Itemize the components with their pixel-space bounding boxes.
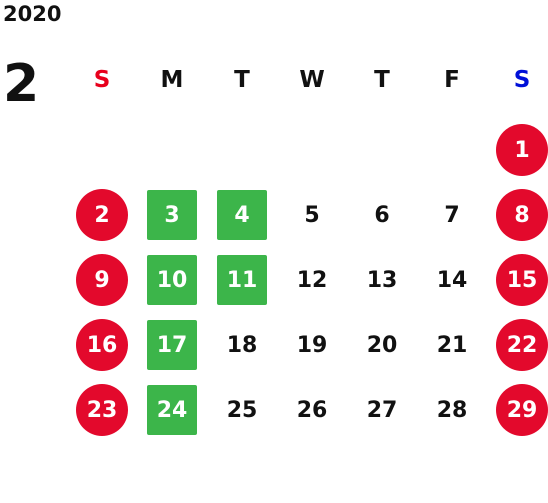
day-cell-10: 10: [147, 255, 197, 305]
weekday-header-sun: S: [93, 67, 111, 93]
day-cell-20: 20: [366, 332, 398, 358]
day-cell-2: 2: [76, 189, 128, 241]
day-cell-29: 29: [496, 384, 548, 436]
weekday-header-sat: S: [513, 67, 531, 93]
year-label: 2020: [3, 2, 62, 26]
day-cell-22: 22: [496, 319, 548, 371]
day-cell-13: 13: [366, 267, 398, 293]
day-cell-17: 17: [147, 320, 197, 370]
weekday-header-fri: F: [444, 67, 460, 93]
day-cell-23: 23: [76, 384, 128, 436]
day-cell-6: 6: [374, 202, 390, 228]
day-cell-19: 19: [296, 332, 328, 358]
weekday-header-tue: T: [234, 67, 250, 93]
day-cell-12: 12: [296, 267, 328, 293]
weekday-header-wed: W: [299, 67, 325, 93]
day-cell-18: 18: [226, 332, 258, 358]
weekday-header-thu: T: [374, 67, 390, 93]
day-cell-28: 28: [436, 397, 468, 423]
day-cell-27: 27: [366, 397, 398, 423]
day-cell-7: 7: [444, 202, 460, 228]
day-cell-14: 14: [436, 267, 468, 293]
day-cell-21: 21: [436, 332, 468, 358]
day-cell-1: 1: [496, 124, 548, 176]
day-cell-24: 24: [147, 385, 197, 435]
day-cell-11: 11: [217, 255, 267, 305]
weekday-header-mon: M: [160, 67, 184, 93]
day-cell-16: 16: [76, 319, 128, 371]
day-cell-15: 15: [496, 254, 548, 306]
month-label: 2: [3, 54, 40, 114]
day-cell-5: 5: [304, 202, 320, 228]
day-cell-9: 9: [76, 254, 128, 306]
day-cell-25: 25: [226, 397, 258, 423]
day-cell-3: 3: [147, 190, 197, 240]
day-cell-26: 26: [296, 397, 328, 423]
day-cell-4: 4: [217, 190, 267, 240]
day-cell-8: 8: [496, 189, 548, 241]
